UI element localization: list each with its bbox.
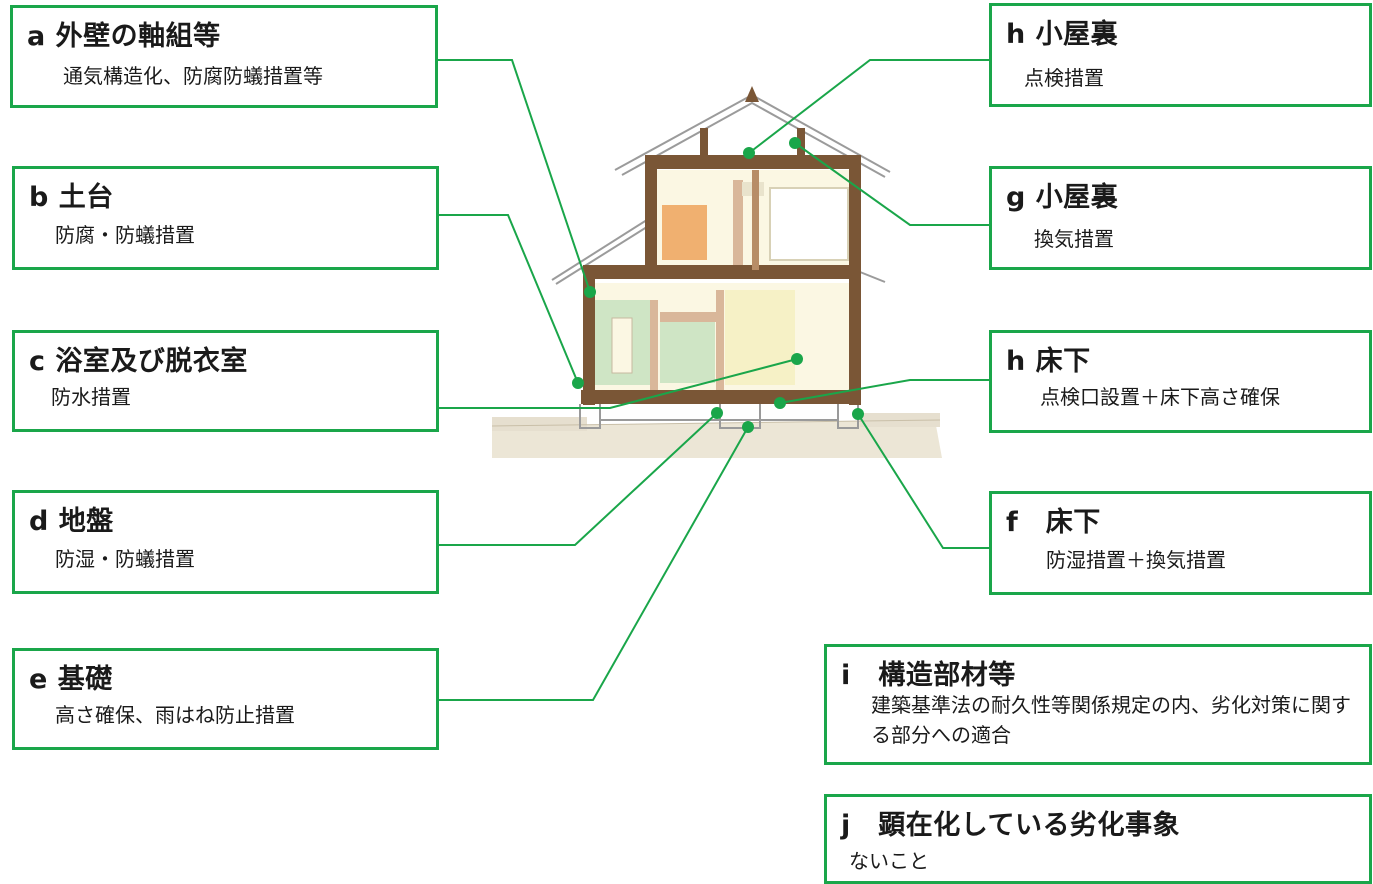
callout-i-title: i 構造部材等 [841,660,1016,691]
callout-d-title: d 地盤 [29,506,114,537]
callout-j-deterioration: j 顕在化している劣化事象 ないこと [824,794,1372,884]
ridge-ornament [745,86,759,102]
callout-e-foundation: e 基礎 高さ確保、雨はね防止措置 [12,648,439,750]
callout-d-ground: d 地盤 防湿・防蟻措置 [12,490,439,594]
marker-f [852,408,864,420]
callout-i-desc: 建築基準法の耐久性等関係規定の内、劣化対策に関する部分への適合 [871,693,1351,747]
callout-h-floor-title: h 床下 [1006,346,1091,377]
callout-d-desc: 防湿・防蟻措置 [55,547,195,571]
callout-h-attic-title: h 小屋裏 [1006,19,1119,50]
structural-frame [581,155,861,405]
ground-section [491,413,942,458]
callout-b-title: b 土台 [29,182,114,213]
callout-a-exterior-wall: a 外壁の軸組等 通気構造化、防腐防蟻措置等 [10,5,438,108]
callout-a-desc: 通気構造化、防腐防蟻措置等 [63,64,323,88]
marker-a [584,286,596,298]
callout-c-title: c 浴室及び脱衣室 [29,346,248,377]
marker-h-floor [774,397,786,409]
callout-f-desc: 防湿措置＋換気措置 [1046,548,1226,572]
washroom [660,318,715,383]
roof-lines [551,93,891,285]
marker-e [742,421,754,433]
callout-a-title: a 外壁の軸組等 [27,21,221,52]
callout-h-attic-desc: 点検措置 [1024,66,1104,90]
callout-c-bathroom: c 浴室及び脱衣室 防水措置 [12,330,439,432]
marker-dots [572,137,864,433]
callout-g-desc: 換気措置 [1034,227,1114,251]
callout-j-desc: ないこと [849,849,929,873]
callout-f-title: f 床下 [1006,507,1101,538]
callout-f-underfloor: f 床下 防湿措置＋換気措置 [989,491,1372,595]
callout-g-title: g 小屋裏 [1006,182,1119,213]
marker-b [572,377,584,389]
marker-d [711,407,723,419]
callout-e-desc: 高さ確保、雨はね防止措置 [55,703,295,727]
callout-i-structural-members: i 構造部材等 建築基準法の耐久性等関係規定の内、劣化対策に関する部分への適合 [824,644,1372,765]
callout-c-desc: 防水措置 [51,385,131,409]
callout-b-sill: b 土台 防腐・防蟻措置 [12,166,439,270]
marker-g [789,137,801,149]
attic-timbers [700,128,805,156]
callout-h-underfloor: h 床下 点検口設置＋床下高さ確保 [989,330,1372,433]
marker-h-attic [743,147,755,159]
callout-h-floor-desc: 点検口設置＋床下高さ確保 [1040,385,1280,409]
living-room [725,290,795,385]
callout-j-title: j 顕在化している劣化事象 [841,810,1180,841]
callout-g-attic-ventilation: g 小屋裏 換気措置 [989,166,1372,270]
closet [662,205,707,260]
callout-b-desc: 防腐・防蟻措置 [55,223,195,247]
marker-c [791,353,803,365]
window-2f [769,187,849,261]
leader-lines [432,59,990,701]
callout-h-attic-inspection: h 小屋裏 点検措置 [989,3,1372,107]
callout-e-title: e 基礎 [29,664,113,695]
